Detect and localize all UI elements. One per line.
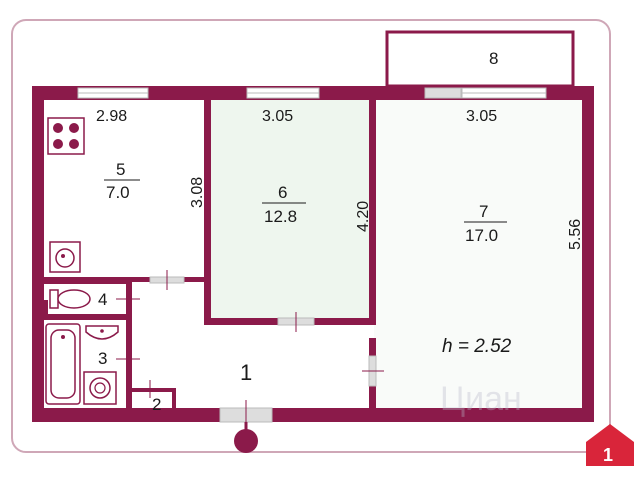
site-outline bbox=[11, 19, 611, 453]
room7-depth-label: 5.56 bbox=[567, 219, 584, 250]
room1-number: 1 bbox=[240, 360, 252, 385]
watermark-text: Циан bbox=[440, 380, 522, 418]
svg-text:1: 1 bbox=[603, 445, 613, 465]
stove-icon bbox=[47, 117, 85, 155]
room4-number: 4 bbox=[98, 290, 107, 309]
room5-area: 7.0 bbox=[106, 183, 130, 202]
room7-floor bbox=[374, 100, 588, 408]
kitchen-depth-label: 3.08 bbox=[189, 177, 206, 208]
room5-number: 5 bbox=[116, 160, 125, 179]
room6-depth-label: 4.20 bbox=[355, 201, 372, 232]
room6-width-label: 3.05 bbox=[262, 108, 293, 125]
entrance-marker-icon bbox=[234, 422, 258, 453]
room6-floor bbox=[210, 100, 370, 322]
toilet-icon bbox=[49, 289, 91, 309]
bathtub-icon bbox=[45, 323, 81, 405]
room7-area: 17.0 bbox=[465, 226, 498, 245]
balcony-outline bbox=[385, 30, 575, 88]
room7-width-label: 3.05 bbox=[466, 108, 497, 125]
washbasin-icon bbox=[85, 325, 119, 340]
door-ticks bbox=[116, 270, 384, 428]
kitchen-width-label: 2.98 bbox=[96, 108, 127, 125]
sink-icon bbox=[49, 241, 81, 273]
room7-number: 7 bbox=[479, 202, 488, 221]
washing-machine-icon bbox=[83, 371, 117, 405]
room3-number: 3 bbox=[98, 349, 107, 368]
room8-number: 8 bbox=[489, 49, 498, 68]
room6-area: 12.8 bbox=[264, 207, 297, 226]
windows bbox=[77, 87, 547, 99]
room6-number: 6 bbox=[278, 183, 287, 202]
room2-number: 2 bbox=[152, 395, 161, 414]
logo-icon: 1 bbox=[586, 424, 634, 466]
ceiling-height-label: h = 2.52 bbox=[442, 336, 512, 357]
